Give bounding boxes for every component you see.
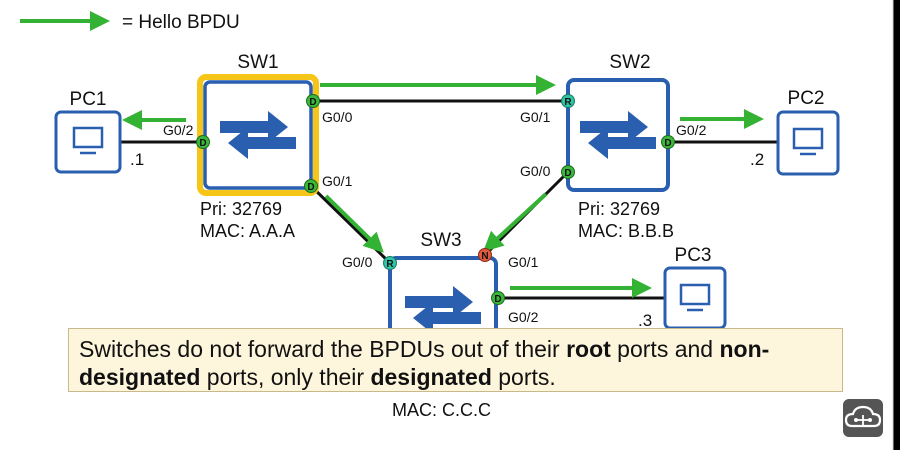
port-marker-sw2-g0-2 — [661, 135, 675, 149]
svg-text:D: D — [199, 138, 206, 149]
port-label-sw3-g0-0: G0/0 — [342, 254, 373, 270]
port-marker-sw1-g0-0 — [306, 94, 320, 108]
switch-sw1-mac: MAC: A.A.A — [200, 221, 295, 241]
caption-bold-designated: designated — [370, 364, 492, 390]
pc-pc1-body — [54, 110, 122, 174]
legend: = Hello BPDU — [20, 11, 240, 33]
port-label-sw2-g0-0: G0/0 — [520, 163, 551, 179]
pc-pc3-name: PC3 — [675, 245, 712, 266]
caption-box: Switches do not forward the BPDUs out of… — [68, 328, 843, 392]
pc-pc1[interactable]: PC1 .1 — [54, 89, 144, 174]
svg-text:D: D — [494, 294, 501, 305]
port-label-sw2-g0-1: G0/1 — [520, 109, 551, 125]
pc-pc2-ip: .2 — [750, 150, 764, 169]
caption-bold-root: root — [566, 336, 611, 362]
switch-sw3-mac: MAC: C.C.C — [392, 400, 491, 420]
pc-pc3-body — [663, 266, 727, 330]
port-label-sw2-g0-2: G0/2 — [676, 122, 707, 138]
port-label-sw1-g0-2: G0/2 — [163, 122, 194, 138]
root-bridge-highlight — [197, 74, 319, 196]
svg-text:D: D — [309, 97, 316, 108]
pc-pc2-body — [776, 110, 840, 176]
port-marker-sw1-g0-1 — [304, 179, 318, 193]
cloud-network-icon — [843, 399, 883, 437]
port-label-sw3-g0-1: G0/1 — [508, 254, 539, 270]
pc-pc2[interactable]: PC2 .2 — [750, 88, 840, 176]
caption-text: ports, only their — [200, 364, 371, 390]
monitor-icon — [679, 283, 711, 306]
port-marker-sw3-g0-0 — [383, 256, 397, 270]
port-label-sw1-g0-0: G0/0 — [322, 109, 353, 125]
port-roles: D D D R D D R N D — [196, 94, 675, 305]
caption-text: Switches do not forward the BPDUs out of… — [79, 336, 567, 362]
svg-text:R: R — [386, 259, 394, 270]
pc-pc1-ip: .1 — [130, 150, 144, 169]
port-label-sw1-g0-1: G0/1 — [322, 173, 353, 189]
pc-pc1-name: PC1 — [70, 89, 107, 110]
port-label-sw3-g0-2: G0/2 — [508, 309, 539, 325]
legend-label: = Hello BPDU — [122, 12, 240, 33]
port-marker-sw3-g0-1 — [478, 248, 492, 262]
port-marker-sw3-g0-2 — [491, 291, 505, 305]
switch-sw2-name: SW2 — [609, 52, 650, 73]
svg-text:D: D — [564, 168, 571, 179]
caption-bold-non-designated: non-designated — [79, 336, 770, 390]
switch-sw3-name: SW3 — [420, 230, 461, 251]
caption-text: ports. — [491, 364, 556, 390]
port-marker-sw2-g0-0 — [561, 165, 575, 179]
switch-sw2[interactable]: SW2 Pri: 32769 MAC: B.B.B — [566, 52, 674, 241]
svg-text:N: N — [481, 251, 488, 262]
svg-text:D: D — [664, 138, 671, 149]
pc-pc2-name: PC2 — [788, 88, 825, 109]
pc-pc3-ip: .3 — [638, 311, 652, 330]
monitor-icon — [72, 126, 104, 149]
svg-text:D: D — [307, 182, 314, 193]
port-labels: G0/2 G0/0 G0/1 G0/1 G0/0 G0/2 G0/0 G0/1 … — [163, 109, 707, 325]
port-marker-sw1-g0-2 — [196, 135, 210, 149]
switch-sw2-mac: MAC: B.B.B — [578, 221, 674, 241]
port-marker-sw2-g0-1 — [561, 94, 575, 108]
bpdu-arrows — [122, 75, 764, 298]
svg-text:R: R — [564, 97, 572, 108]
bpdu-arrow-sw2-sw3 — [483, 192, 548, 252]
bpdu-arrow-sw1-sw3 — [324, 194, 384, 253]
switch-sw1-name: SW1 — [237, 52, 278, 73]
switch-sw1-body — [203, 80, 313, 190]
switch-sw2-body — [566, 78, 670, 192]
monitor-icon — [792, 127, 824, 150]
switch-sw1[interactable]: SW1 Pri: 32769 MAC: A.A.A — [197, 52, 319, 241]
switch-sw1-priority: Pri: 32769 — [200, 199, 282, 219]
caption-text: ports and — [610, 336, 720, 362]
switch-sw2-priority: Pri: 32769 — [578, 199, 660, 219]
